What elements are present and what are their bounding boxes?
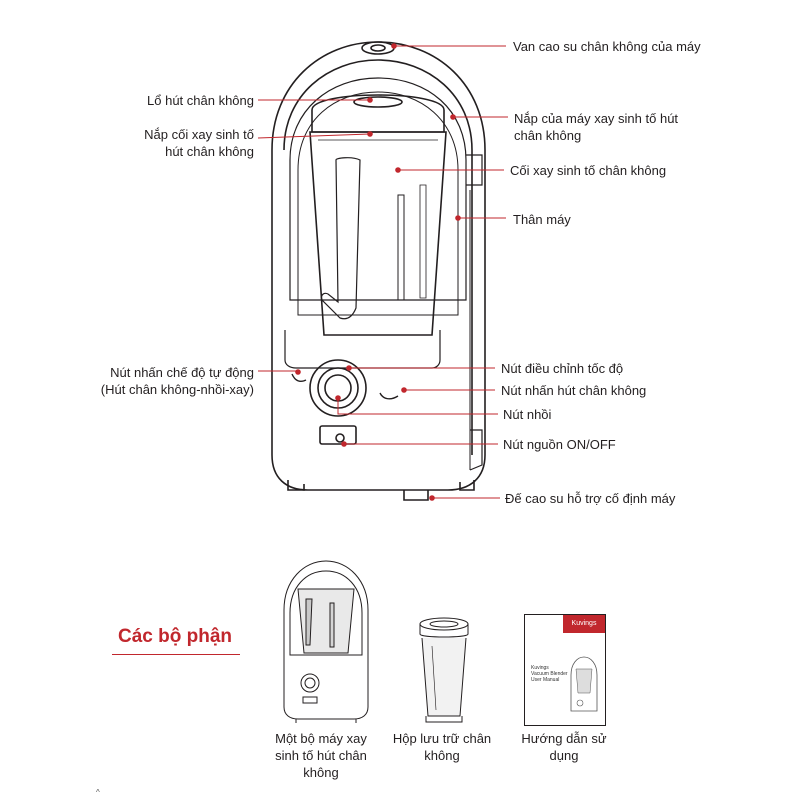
part-blender-caption: Một bộ máy xay sinh tố hút chân không [275, 731, 367, 780]
jar-lid-label-line2: hút chân không [165, 144, 254, 159]
blender-diagram [257, 41, 508, 501]
speed-knob-label: Nút điều chỉnh tốc độ [501, 361, 624, 376]
section-divider [112, 654, 240, 655]
vacuum-button-label: Nút nhấn hút chân không [501, 383, 647, 398]
vacuum-hole-label: Lổ hút chân không [147, 93, 254, 108]
manual-title-line3: User Manual [531, 677, 560, 683]
rubber-feet-label: Đế cao su hỗ trợ cố định máy [505, 491, 676, 506]
power-button-label: Nút nguồn ON/OFF [503, 437, 616, 452]
vacuum-jar-label: Cối xay sinh tố chân không [510, 163, 667, 178]
manual-title-line1: Kuvings [531, 665, 549, 671]
pulse-button-label: Nút nhồi [503, 407, 552, 422]
jar-lid-label: Nắp cối xay sinh tố hút chân không [144, 126, 254, 160]
storage-container-thumbnail [419, 617, 469, 723]
body-label: Thân máy [513, 212, 571, 227]
part-manual-caption: Hướng dẫn sử dụng [521, 731, 607, 763]
machine-lid-label-line1: Nắp của máy xay sinh tố hút [514, 111, 679, 126]
part-storage-caption: Hộp lưu trữ chân không [392, 731, 492, 763]
page-mark: ^ [96, 788, 100, 797]
auto-button-label-line2: (Hút chân không-nhồi-xay) [100, 382, 254, 397]
user-manual-thumbnail: Kuvings Kuvings Vacuum Blender User Manu… [524, 614, 606, 726]
auto-button-label-line1: Nút nhấn chế độ tự động [110, 365, 254, 380]
parts-section-title: Các bộ phận [118, 626, 233, 647]
manual-brand: Kuvings [563, 615, 605, 633]
machine-lid-label: Nắp của máy xay sinh tố hút chân không [514, 110, 678, 144]
manual-title: Kuvings Vacuum Blender User Manual [531, 665, 568, 683]
manual-title-line2: Vacuum Blender [531, 671, 568, 677]
machine-lid-label-line2: chân không [514, 128, 582, 143]
manual-blender-icon [570, 656, 598, 712]
vacuum-valve-label: Van cao su chân không của máy [513, 39, 701, 54]
jar-lid-label-line1: Nắp cối xay sinh tố [144, 127, 254, 142]
blender-thumbnail [283, 560, 369, 723]
auto-button-label: Nút nhấn chế độ tự động (Hút chân không-… [101, 364, 254, 398]
